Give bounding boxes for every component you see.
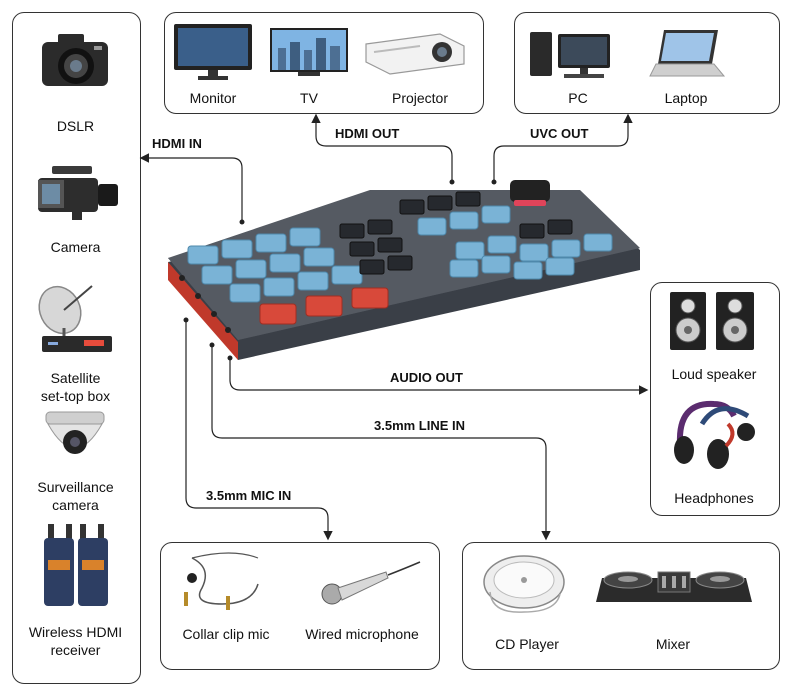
laptop-label: Laptop bbox=[664, 90, 708, 106]
mixer-label: Mixer bbox=[655, 636, 691, 652]
wireless-label-line1: Wireless HDMI bbox=[28, 624, 123, 640]
video-switcher-device bbox=[168, 180, 640, 360]
monitor-label: Monitor bbox=[189, 90, 237, 106]
projector-label: Projector bbox=[391, 90, 449, 106]
mic-in-label: 3.5mm MIC IN bbox=[206, 488, 292, 503]
pc-label: PC bbox=[568, 90, 588, 106]
tv-label: TV bbox=[300, 90, 318, 106]
pc-icon bbox=[530, 32, 610, 78]
satellite-label-line2: set-top box bbox=[40, 388, 111, 404]
monitor-icon bbox=[174, 24, 252, 80]
camcorder-icon bbox=[38, 166, 118, 220]
surveillance-label-line2: camera bbox=[52, 497, 99, 513]
laptop-icon bbox=[649, 30, 726, 77]
dslr-icon bbox=[42, 34, 108, 86]
mixer-icon bbox=[596, 571, 752, 602]
collar-mic-icon bbox=[184, 552, 259, 610]
headphones-label: Headphones bbox=[674, 490, 754, 506]
wireless-receiver-icon bbox=[44, 524, 108, 606]
wired-microphone-icon bbox=[321, 561, 421, 605]
audio-out-label: AUDIO OUT bbox=[390, 370, 463, 385]
dome-camera-icon bbox=[45, 411, 105, 454]
collar-mic-label: Collar clip mic bbox=[182, 626, 270, 642]
satellite-label-line1: Satellite bbox=[50, 370, 101, 386]
satellite-icon bbox=[38, 285, 112, 352]
speaker-label: Loud speaker bbox=[671, 366, 757, 382]
camera-label: Camera bbox=[50, 239, 101, 255]
line-in-label: 3.5mm LINE IN bbox=[374, 418, 466, 433]
projector-icon bbox=[365, 33, 465, 75]
mics-panel bbox=[160, 542, 440, 670]
dslr-label: DSLR bbox=[56, 118, 95, 134]
tv-icon bbox=[270, 28, 348, 76]
speaker-icon bbox=[670, 292, 754, 350]
uvc-out-label: UVC OUT bbox=[530, 126, 589, 141]
cd-player-icon bbox=[483, 555, 565, 613]
surveillance-label-line1: Surveillance bbox=[37, 479, 114, 495]
hdmi-out-label: HDMI OUT bbox=[335, 126, 400, 141]
wireless-label-line2: receiver bbox=[50, 642, 101, 658]
headphones-icon bbox=[674, 400, 755, 469]
cd-player-label: CD Player bbox=[495, 636, 559, 652]
hdmi-in-label: HDMI IN bbox=[152, 136, 202, 151]
wired-microphone-label: Wired microphone bbox=[305, 626, 419, 642]
